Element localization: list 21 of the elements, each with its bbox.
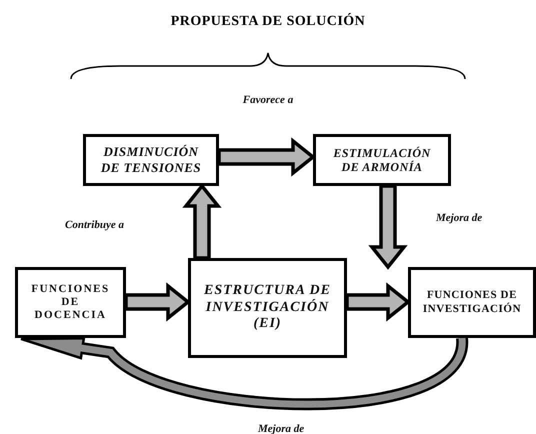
box-text: ESTIMULACIÓN DE ARMONÍA: [332, 146, 432, 174]
connector-label: Contribuye a: [65, 219, 124, 231]
connector-label: Mejora de: [436, 212, 482, 224]
box-text: ESTRUCTURA DE INVESTIGACIÓN (EI): [203, 282, 332, 334]
block-arrow: [345, 282, 411, 322]
box-text: FUNCIONES DE DOCENCIA: [30, 282, 111, 322]
connector-label: Mejora de: [258, 423, 304, 434]
block-arrow: [368, 184, 408, 270]
block-arrow: [124, 282, 191, 322]
process-box: [408, 267, 536, 338]
process-box: [313, 134, 451, 186]
curved-arrow: [20, 336, 468, 410]
box-text: FUNCIONES DE INVESTIGACIÓN: [422, 289, 522, 316]
block-arrow: [182, 183, 222, 260]
connector-label: Favorece a: [242, 94, 294, 106]
block-arrow: [217, 137, 316, 177]
title: PROPUESTA DE SOLUCIÓN: [170, 14, 366, 30]
box-text: DISMINUCIÓN DE TENSIONES: [100, 144, 202, 176]
process-box: [83, 134, 219, 186]
process-box: [188, 258, 347, 358]
process-box: [15, 267, 126, 338]
